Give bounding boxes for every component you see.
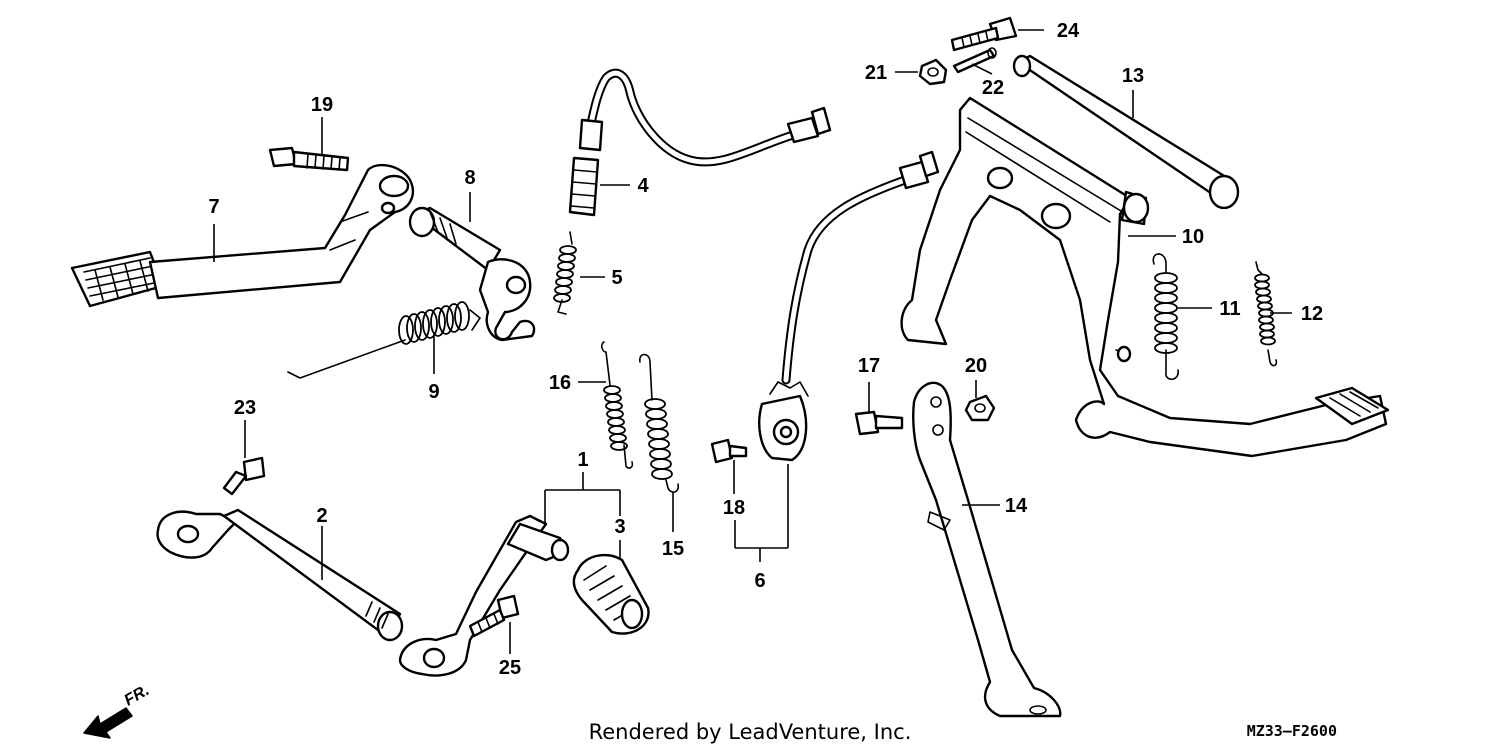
pedal-rubber[interactable] bbox=[572, 553, 650, 635]
nut-20[interactable] bbox=[964, 394, 996, 422]
part-label-2: 2 bbox=[316, 505, 327, 527]
switch-spring-5[interactable] bbox=[553, 231, 577, 315]
return-spring-9[interactable] bbox=[287, 301, 481, 379]
bolt-24[interactable] bbox=[950, 16, 1018, 52]
bolt-23[interactable] bbox=[222, 456, 266, 496]
part-label-10: 10 bbox=[1182, 226, 1204, 248]
part-label-6: 6 bbox=[754, 570, 765, 592]
nut-21[interactable] bbox=[918, 58, 948, 86]
part-label-16: 16 bbox=[549, 372, 571, 394]
part-label-12: 12 bbox=[1301, 303, 1323, 325]
part-label-9: 9 bbox=[428, 381, 439, 403]
part-label-24: 24 bbox=[1057, 20, 1080, 42]
gearshift-pedal[interactable] bbox=[398, 514, 570, 677]
part-label-18: 18 bbox=[723, 497, 745, 519]
part-label-11: 11 bbox=[1219, 298, 1240, 320]
side-stand-switch-6[interactable] bbox=[758, 150, 940, 462]
part-number-labels: 1 2 3 4 5 6 7 8 9 10 11 12 13 14 15 16 1… bbox=[208, 20, 1323, 679]
bolt-17[interactable] bbox=[854, 410, 904, 436]
diagram-code: MZ33—F2600 bbox=[1247, 722, 1337, 740]
part-label-7: 7 bbox=[208, 196, 219, 218]
shift-shaft[interactable] bbox=[156, 508, 404, 642]
part-label-19: 19 bbox=[311, 94, 333, 116]
part-label-25: 25 bbox=[499, 657, 521, 679]
part-label-21: 21 bbox=[865, 62, 887, 84]
spring-16[interactable] bbox=[601, 341, 634, 469]
part-label-20: 20 bbox=[965, 355, 987, 377]
part-label-8: 8 bbox=[464, 167, 475, 189]
spring-11[interactable] bbox=[1152, 253, 1179, 381]
part-label-3: 3 bbox=[614, 516, 625, 538]
part-label-1: 1 bbox=[577, 449, 588, 471]
spring-12[interactable] bbox=[1254, 261, 1278, 367]
main-stand[interactable] bbox=[900, 96, 1390, 458]
part-label-22: 22 bbox=[982, 77, 1004, 99]
part-label-4: 4 bbox=[637, 175, 649, 197]
brake-pedal[interactable] bbox=[70, 163, 415, 308]
part-label-23: 23 bbox=[234, 397, 256, 419]
bolt-19[interactable] bbox=[268, 146, 350, 172]
stop-switch-4[interactable] bbox=[568, 68, 832, 217]
part-label-15: 15 bbox=[662, 538, 684, 560]
side-stand[interactable] bbox=[912, 381, 1062, 718]
cotter-pin-22[interactable] bbox=[952, 47, 997, 74]
spring-15[interactable] bbox=[639, 353, 680, 493]
leader-lines bbox=[213, 29, 1292, 654]
part-label-5: 5 bbox=[611, 267, 622, 289]
pivot-shaft[interactable] bbox=[408, 206, 536, 342]
footer-credit: Rendered by LeadVenture, Inc. bbox=[589, 720, 912, 744]
part-label-17: 17 bbox=[858, 355, 880, 377]
part-label-14: 14 bbox=[1005, 495, 1028, 517]
front-direction-label: FR. bbox=[122, 682, 153, 710]
part-label-13: 13 bbox=[1122, 65, 1144, 87]
bolt-25[interactable] bbox=[468, 594, 520, 638]
stand-pivot-pipe[interactable] bbox=[1012, 54, 1240, 210]
bolt-18[interactable] bbox=[710, 438, 748, 464]
front-arrow-icon: FR. bbox=[83, 682, 153, 739]
